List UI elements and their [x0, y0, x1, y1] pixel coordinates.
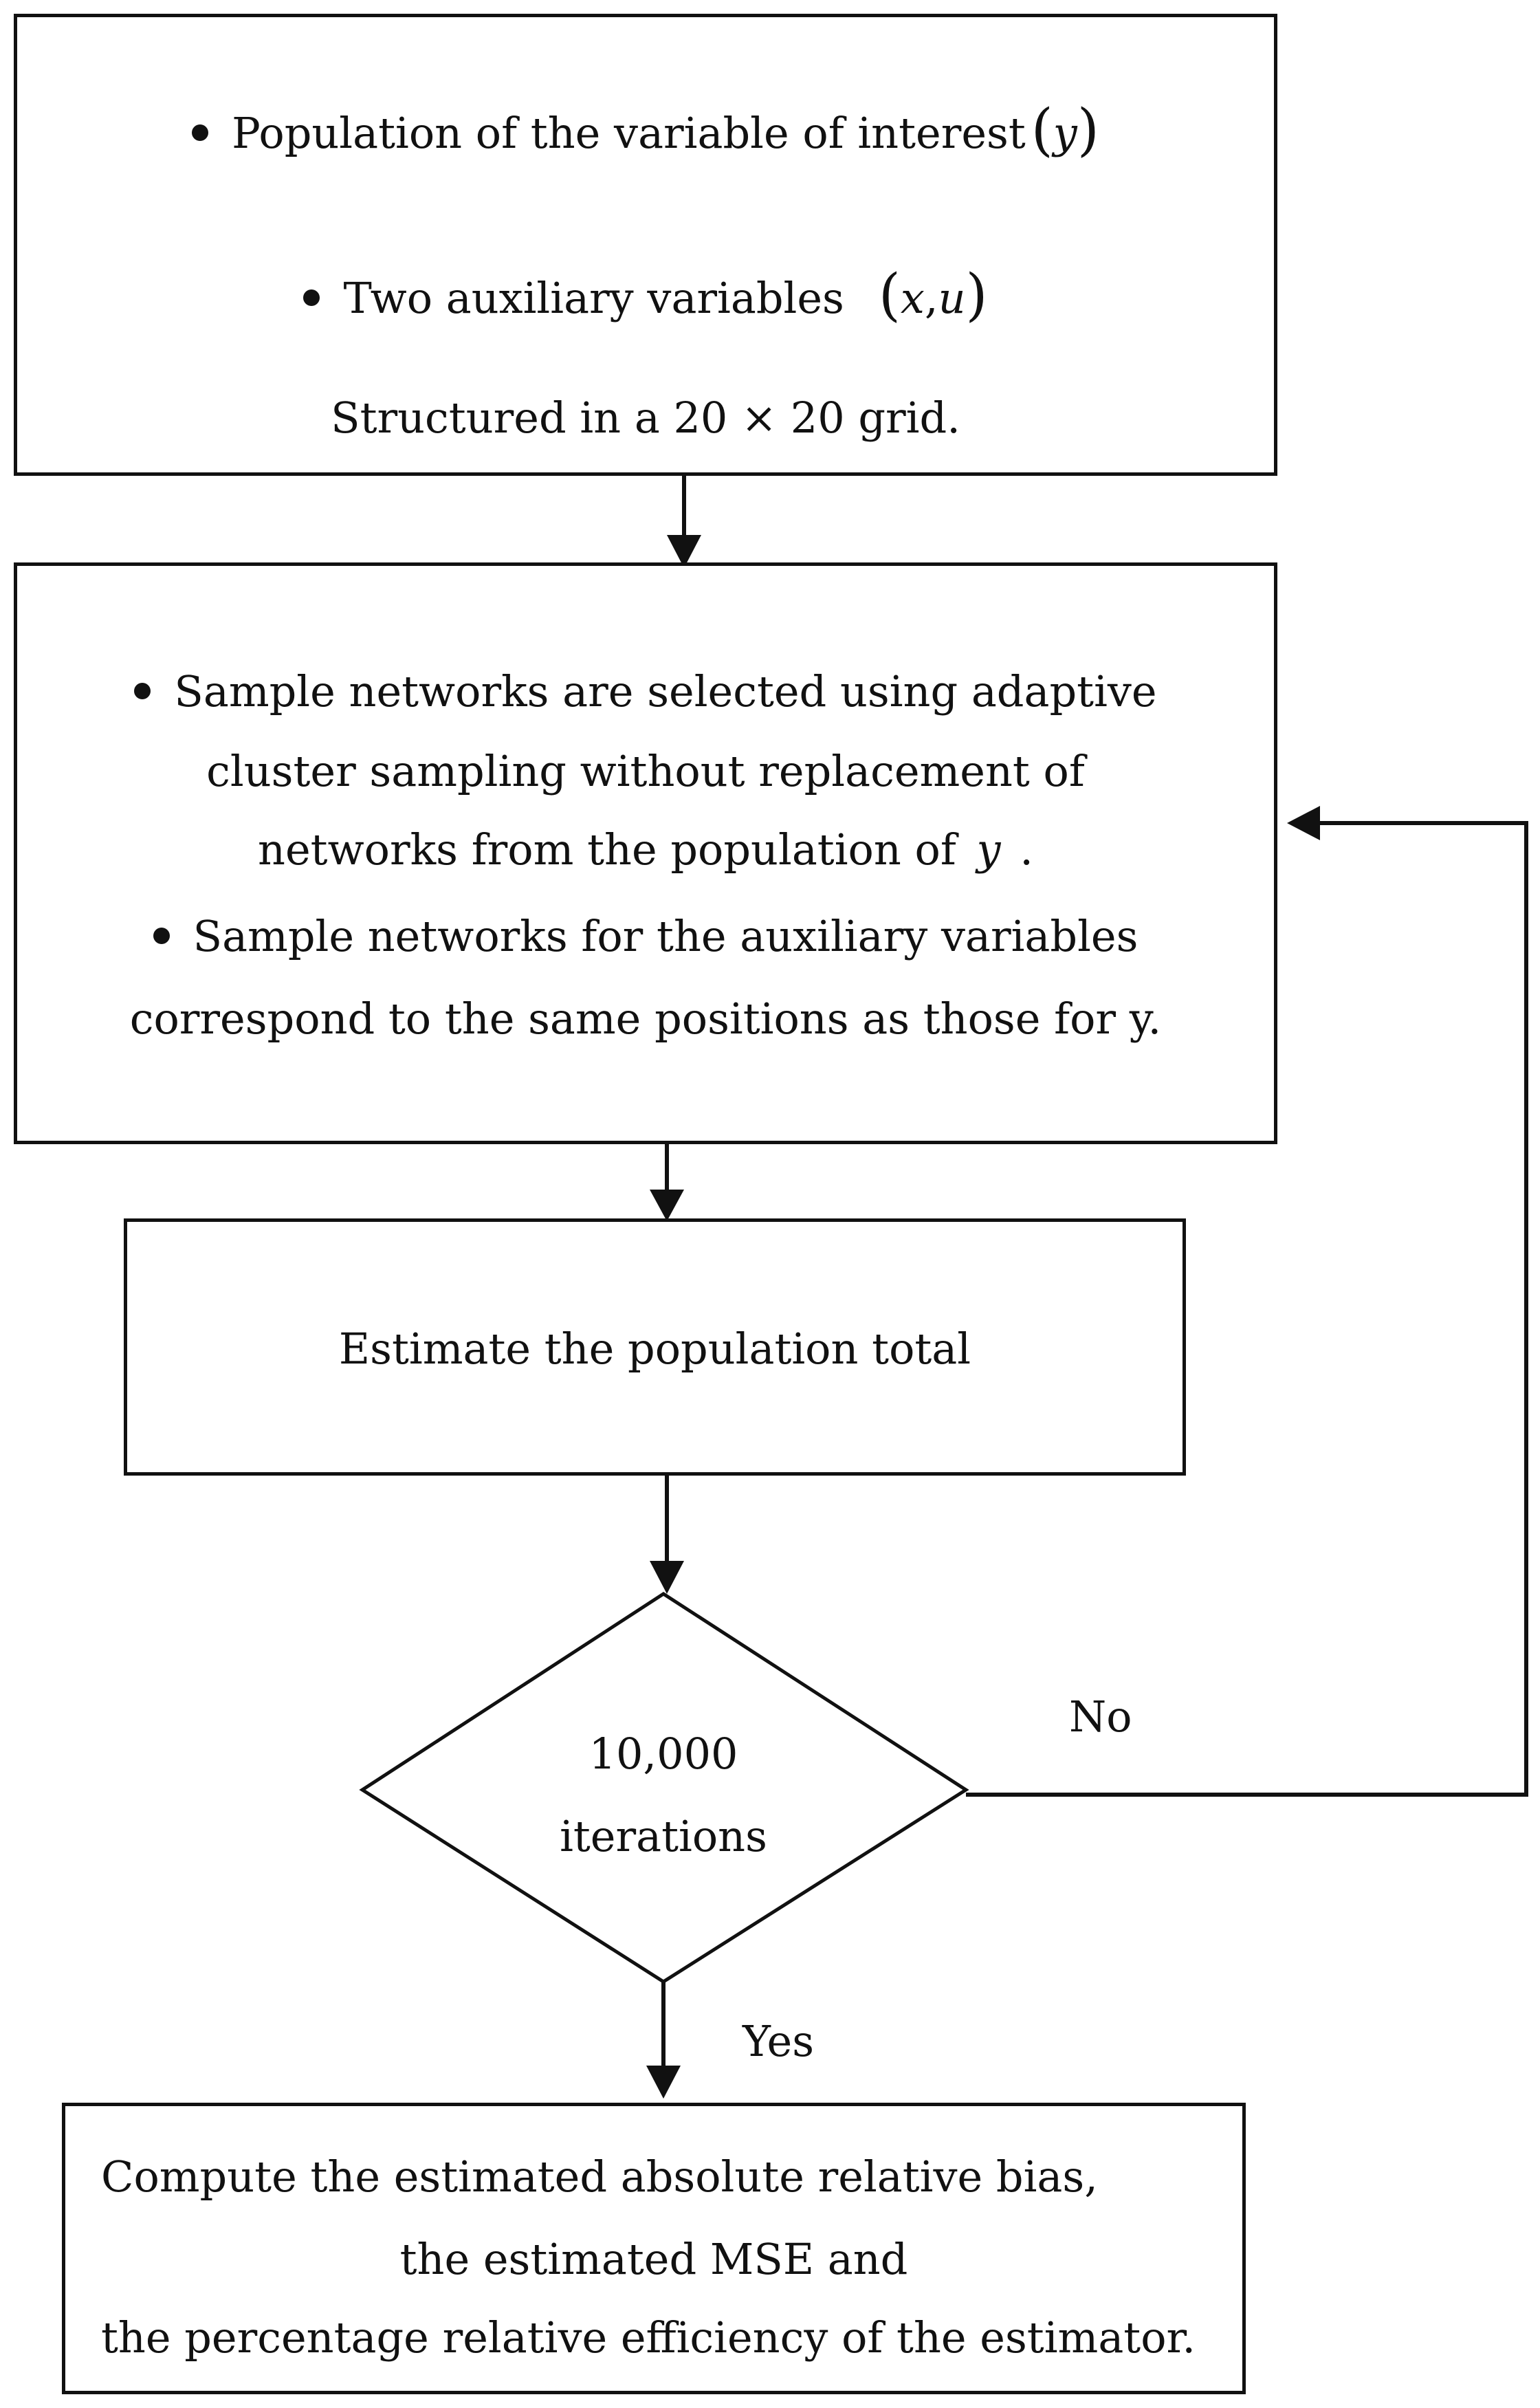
sampling-text-3: networks from the population of: [258, 824, 956, 875]
population-box: Population of the variable of interest(y…: [14, 14, 1277, 476]
bullet-icon: [192, 124, 209, 141]
estimate-text: Estimate the population total: [338, 1324, 971, 1374]
auxiliary-bullet-line: Two auxiliary variables(x,u): [17, 266, 1274, 324]
compute-line2: the estimated MSE and: [399, 2234, 908, 2284]
sentence-period: .: [1020, 824, 1033, 875]
arrow-decision-to-box4: [646, 1982, 681, 2099]
arrow-no-loop: [966, 806, 1528, 1797]
paren-close: ): [1077, 98, 1099, 163]
sampling-bullet1-line3: networks from the population of y .: [17, 829, 1274, 871]
decision-line2: iterations: [560, 1811, 767, 1861]
population-bullet-line: Population of the variable of interest(y…: [17, 101, 1274, 159]
arrow-box2-to-box3: [650, 1143, 684, 1221]
arrow-box1-to-box2: [667, 476, 701, 568]
population-text: Population of the variable of interest: [232, 108, 1026, 158]
variable-separator: ,: [924, 273, 938, 323]
no-label: No: [1069, 1692, 1132, 1742]
auxiliary-text: Two auxiliary variables: [343, 273, 844, 323]
variable-x: x: [900, 273, 925, 323]
sampling-bullet1-line2: cluster sampling without replacement of: [206, 746, 1085, 796]
decision-line1: 10,000: [588, 1729, 738, 1779]
bullet-icon: [134, 682, 151, 699]
sampling-text-4: Sample networks for the auxiliary variab…: [192, 911, 1138, 961]
compute-line3: the percentage relative efficiency of th…: [101, 2312, 1196, 2363]
paren-close: ): [965, 263, 988, 328]
compute-box: Compute the estimated absolute relative …: [62, 2103, 1246, 2394]
sampling-box: Sample networks are selected using adapt…: [14, 562, 1277, 1144]
variable-y: y: [1053, 108, 1077, 158]
sampling-bullet1-line1: Sample networks are selected using adapt…: [17, 670, 1274, 713]
estimate-box: Estimate the population total: [124, 1218, 1186, 1476]
decision-diamond: [359, 1592, 969, 1984]
yes-label: Yes: [742, 2016, 815, 2066]
paren-open: (: [878, 263, 901, 328]
variable-u: u: [938, 273, 966, 323]
compute-line1: Compute the estimated absolute relative …: [101, 2152, 1098, 2202]
sampling-text-1: Sample networks are selected using adapt…: [174, 666, 1157, 716]
sampling-bullet2-line1: Sample networks for the auxiliary variab…: [17, 915, 1274, 958]
grid-structure-text: Structured in a 20 × 20 grid.: [331, 393, 960, 443]
bullet-icon: [303, 289, 320, 306]
paren-open: (: [1031, 98, 1053, 163]
arrow-box3-to-decision: [650, 1476, 684, 1594]
variable-y: y: [976, 824, 1001, 875]
bullet-icon: [153, 927, 170, 944]
sampling-bullet2-line2: correspond to the same positions as thos…: [129, 994, 1162, 1044]
